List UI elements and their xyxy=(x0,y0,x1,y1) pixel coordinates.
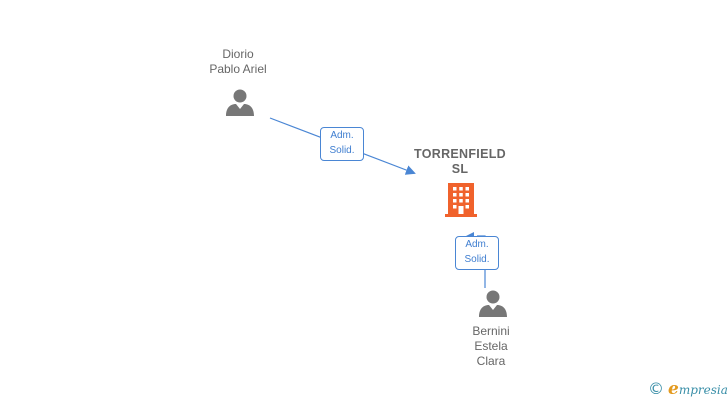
footer-branding: © empresia xyxy=(648,378,728,400)
edge-label-line-1: Adm. xyxy=(465,239,489,250)
person-name-line-2: Pablo Ariel xyxy=(209,62,267,76)
building-icon[interactable] xyxy=(445,183,477,217)
person-name-line-1: Diorio xyxy=(222,47,254,61)
brand-logo[interactable]: empresia xyxy=(668,378,728,399)
company-name-torrenfield[interactable]: TORRENFIELD SL xyxy=(400,147,520,177)
person-icon[interactable] xyxy=(225,88,255,118)
edge-label-line-2: Solid. xyxy=(464,254,490,265)
brand-logo-initial: e xyxy=(668,378,679,399)
edge-label-line-2: Solid. xyxy=(329,145,355,156)
person-name-line-3: Clara xyxy=(476,354,506,368)
company-name-line-2: SL xyxy=(451,162,469,176)
copyright-icon: © xyxy=(648,379,664,398)
brand-logo-text: mpresia xyxy=(678,382,728,397)
person-icon[interactable] xyxy=(478,289,508,319)
person-name-line-2: Estela xyxy=(474,339,508,353)
edge-label-line-1: Adm. xyxy=(330,130,354,141)
person-name-line-1: Bernini xyxy=(472,324,510,338)
person-name-diorio[interactable]: Diorio Pablo Ariel xyxy=(190,47,286,77)
edge-label-bernini-to-torrenfield[interactable]: Adm. Solid. xyxy=(455,236,499,270)
person-name-bernini[interactable]: Bernini Estela Clara xyxy=(443,324,539,369)
company-name-line-1: TORRENFIELD xyxy=(414,147,506,161)
edge-label-diorio-to-torrenfield[interactable]: Adm. Solid. xyxy=(320,127,364,161)
